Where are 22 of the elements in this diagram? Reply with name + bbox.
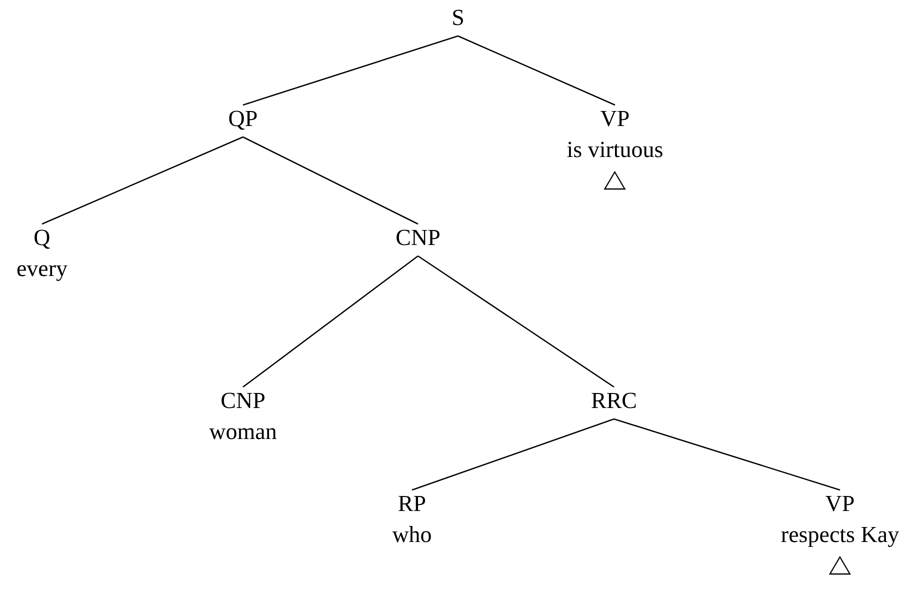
tree-branch bbox=[242, 255, 418, 388]
tree-branch bbox=[458, 35, 616, 106]
tree-branch bbox=[614, 418, 840, 491]
tree-branch bbox=[418, 255, 614, 388]
category-label: RP bbox=[398, 490, 426, 518]
tree-branch bbox=[242, 35, 458, 106]
category-label: VP bbox=[825, 490, 855, 518]
category-label: CNP bbox=[396, 224, 440, 252]
category-label: S bbox=[452, 4, 464, 32]
tree-branch bbox=[42, 136, 244, 225]
category-label: QP bbox=[228, 105, 258, 133]
tree-branch bbox=[412, 418, 614, 491]
category-label: Q bbox=[34, 224, 50, 252]
category-label: RRC bbox=[590, 387, 638, 415]
category-label: CNP bbox=[220, 387, 266, 415]
category-label: VP bbox=[600, 105, 630, 133]
word-label: who bbox=[392, 521, 432, 549]
word-label: woman bbox=[209, 418, 277, 446]
tree-branch bbox=[242, 136, 418, 225]
word-label: respects Kay bbox=[780, 521, 900, 549]
word-label: every bbox=[16, 255, 68, 283]
word-label: is virtuous bbox=[566, 136, 664, 164]
